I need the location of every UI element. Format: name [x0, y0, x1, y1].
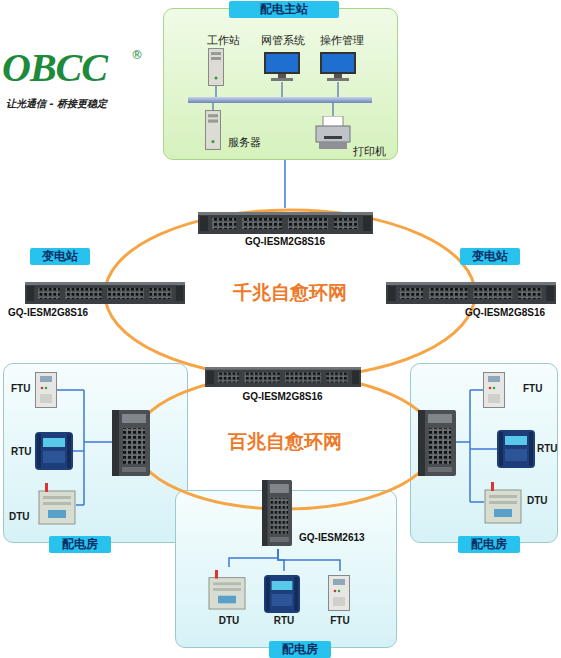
switch: GQ-IESM2G8S16	[195, 208, 375, 252]
device: RTU	[263, 571, 305, 629]
room-panel: 配电房FTURTUDTU	[410, 363, 558, 543]
device-label: DTU	[207, 615, 251, 626]
device-label: DTU	[9, 511, 30, 522]
station-panel: 配电主站工作站网管系统操作管理服务器打印机	[163, 8, 398, 160]
ring-label: 千兆自愈环网	[103, 280, 477, 306]
device-label: 工作站	[199, 33, 247, 48]
ring-label: 百兆自愈环网	[132, 429, 438, 455]
panel-tab: 配电主站	[229, 1, 339, 18]
device-label: FTU	[323, 615, 357, 626]
device: FTU	[481, 371, 549, 411]
device: 服务器	[204, 109, 270, 153]
room-panel: 配电房GQ-IESM2613DTURTUFTU	[175, 490, 397, 648]
switch: 变电站 GQ-IESM2G8S16	[383, 248, 558, 322]
device-label: RTU	[537, 443, 558, 454]
registered-mark: ®	[131, 48, 143, 62]
switch: GQ-IESM2G8S16	[200, 364, 365, 406]
device: 网管系统	[253, 33, 313, 85]
device: DTU	[207, 567, 251, 629]
device-label: 打印机	[353, 144, 386, 159]
switch: GQ-IESM2613	[259, 479, 371, 549]
site-tab: 变电站	[30, 248, 90, 265]
panel-tab: 配电房	[458, 536, 520, 553]
panel-tab: 配电房	[49, 536, 111, 553]
device: 操作管理	[313, 33, 371, 85]
model-label: GQ-IESM2G8S16	[8, 307, 88, 318]
connector	[284, 160, 286, 208]
device: RTU	[495, 429, 559, 471]
room-panel: 配电房FTURTUDTU	[3, 363, 188, 543]
device-label: FTU	[11, 383, 30, 394]
site-tab: 变电站	[460, 248, 520, 265]
device-label: RTU	[263, 615, 305, 626]
slogan: 让光通信 - 桥接更稳定	[6, 97, 107, 111]
device: DTU	[7, 483, 79, 528]
device-label: RTU	[11, 446, 32, 457]
device-label: FTU	[523, 383, 542, 394]
model-label: GQ-IESM2G8S16	[465, 307, 545, 318]
model-label: GQ-IESM2613	[299, 532, 365, 543]
model-label: GQ-IESM2G8S16	[195, 236, 375, 247]
switch: 变电站 GQ-IESM2G8S16	[5, 248, 190, 322]
device: FTU	[323, 571, 357, 629]
rack-switch	[386, 282, 556, 304]
panel-tab: 配电房	[269, 641, 331, 658]
model-label: GQ-IESM2G8S16	[200, 391, 365, 402]
logo-text: OBCC	[2, 44, 107, 91]
device-label: 网管系统	[253, 33, 313, 48]
device-label: DTU	[527, 495, 548, 506]
device-label: 服务器	[228, 135, 261, 150]
device: FTU	[9, 371, 59, 411]
device: 打印机	[313, 113, 391, 159]
ring: 千兆自愈环网	[103, 208, 477, 380]
device: DTU	[481, 481, 553, 526]
device: 工作站	[199, 33, 247, 89]
device: RTU	[9, 431, 77, 473]
device-label: 操作管理	[313, 33, 371, 48]
